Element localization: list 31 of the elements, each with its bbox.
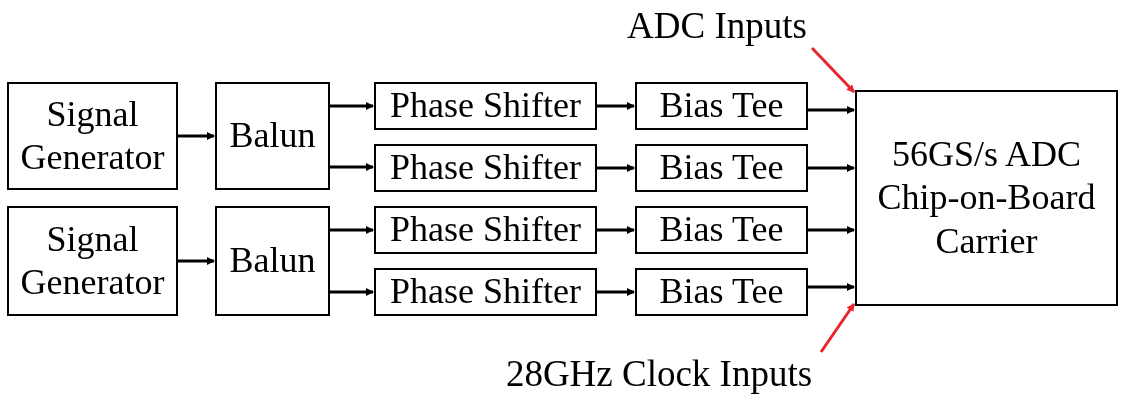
arrow	[178, 132, 215, 140]
block-box: Phase Shifter	[374, 144, 597, 192]
block-box: Bias Tee	[635, 206, 808, 254]
block-box: Bias Tee	[635, 144, 808, 192]
block-box: Bias Tee	[635, 82, 808, 130]
callout-label: ADC Inputs	[627, 4, 807, 48]
block-box: Signal Generator	[7, 82, 178, 190]
callout-label: 28GHz Clock Inputs	[505, 352, 813, 396]
block-box: Bias Tee	[635, 268, 808, 316]
arrow	[330, 288, 374, 296]
arrow	[330, 163, 374, 171]
arrow	[808, 283, 855, 291]
arrow	[597, 102, 635, 110]
arrow	[597, 226, 635, 234]
arrow	[330, 226, 374, 234]
arrow	[597, 164, 635, 172]
block-box: 56GS/s ADC Chip-on-Board Carrier	[855, 90, 1118, 306]
block-box: Balun	[215, 82, 330, 190]
block-box: Phase Shifter	[374, 206, 597, 254]
arrow	[819, 303, 856, 353]
arrow	[810, 46, 856, 94]
arrow	[597, 288, 635, 296]
block-box: Phase Shifter	[374, 268, 597, 316]
arrow	[330, 102, 374, 110]
arrow	[808, 226, 855, 234]
arrow	[808, 106, 855, 114]
block-box: Signal Generator	[7, 206, 178, 316]
block-box: Phase Shifter	[374, 82, 597, 130]
arrow	[178, 257, 215, 265]
block-box: Balun	[215, 206, 330, 316]
arrow	[808, 164, 855, 172]
